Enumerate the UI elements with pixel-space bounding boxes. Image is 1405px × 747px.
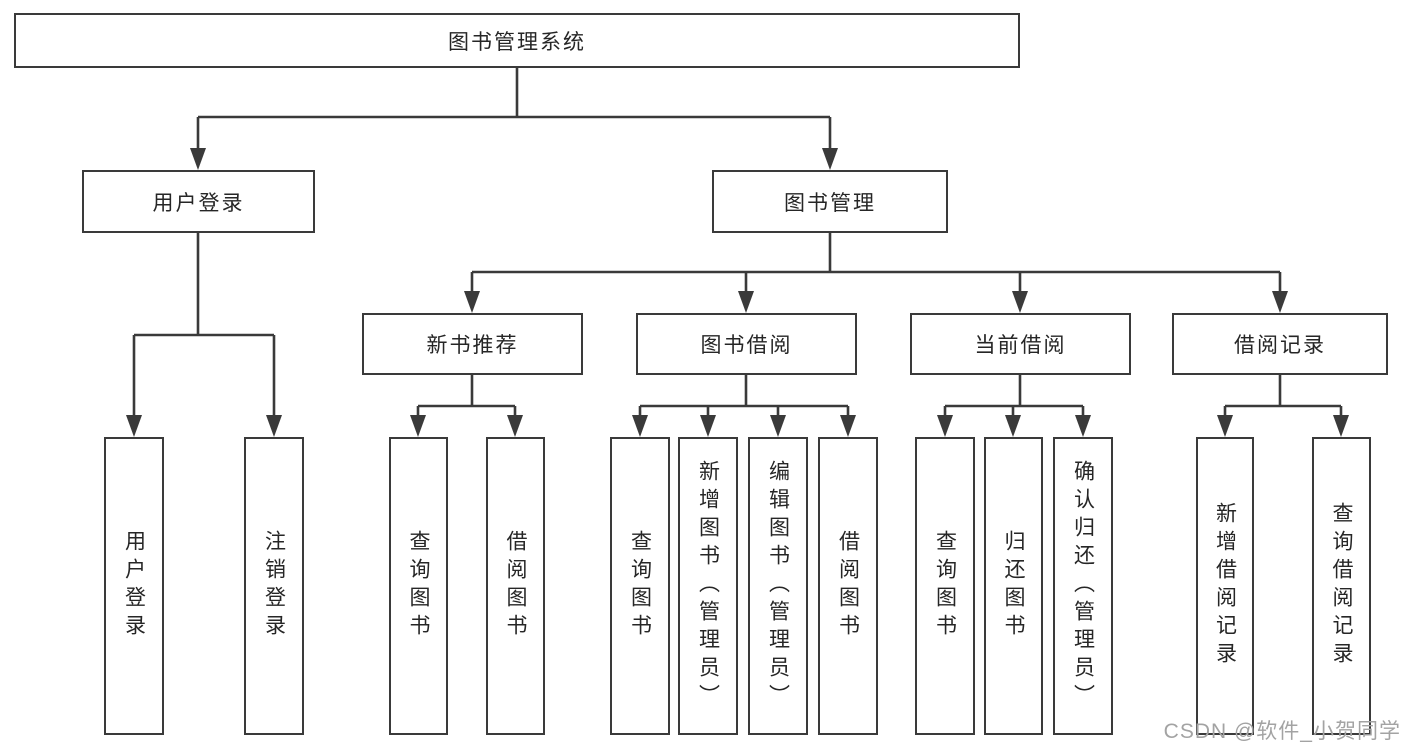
node-user-login: 用户登录	[82, 170, 315, 233]
leaf-query-borrow-record: 查询借阅记录	[1312, 437, 1371, 735]
node-current-borrowing: 当前借阅	[910, 313, 1131, 375]
leaf-query-books-borrowing: 查询图书	[610, 437, 670, 735]
leaf-borrow-books: 借阅图书	[818, 437, 878, 735]
leaf-query-books-current: 查询图书	[915, 437, 975, 735]
leaf-user-login: 用户登录	[104, 437, 164, 735]
leaf-confirm-return-admin: 确认归还（管理员）	[1053, 437, 1113, 735]
node-library-management-system: 图书管理系统	[14, 13, 1020, 68]
leaf-borrow-books-recommend: 借阅图书	[486, 437, 545, 735]
node-borrowing-records: 借阅记录	[1172, 313, 1388, 375]
node-book-borrowing: 图书借阅	[636, 313, 857, 375]
leaf-logout: 注销登录	[244, 437, 304, 735]
leaf-add-borrow-record: 新增借阅记录	[1196, 437, 1254, 735]
node-new-book-recommendation: 新书推荐	[362, 313, 583, 375]
leaf-edit-book-admin: 编辑图书（管理员）	[748, 437, 808, 735]
csdn-watermark: CSDN @软件_小贺同学	[1163, 720, 1401, 743]
leaf-add-book-admin: 新增图书（管理员）	[678, 437, 738, 735]
node-book-management: 图书管理	[712, 170, 948, 233]
leaf-return-book: 归还图书	[984, 437, 1043, 735]
leaf-query-books-recommend: 查询图书	[389, 437, 448, 735]
